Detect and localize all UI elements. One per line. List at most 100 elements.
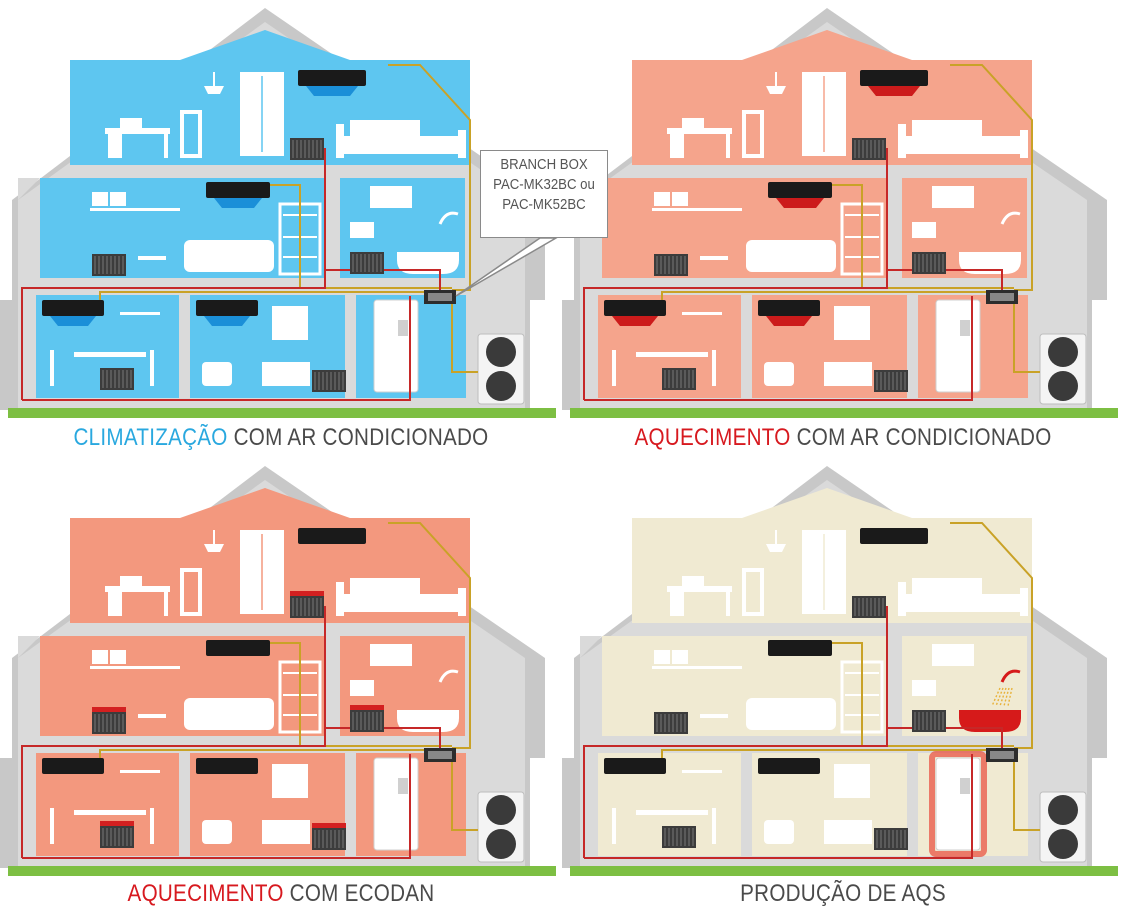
pipe-red-main [583, 606, 888, 858]
chair-attic [742, 568, 764, 616]
laptop [120, 118, 142, 128]
dining-table [636, 810, 708, 815]
bed-foot [1020, 588, 1028, 616]
room-living [40, 636, 325, 736]
ac-unit-dining [604, 758, 666, 774]
dining-table [74, 810, 146, 815]
bath-window [370, 186, 412, 208]
outdoor-fan-bottom [486, 829, 516, 859]
dining-chair-left [50, 808, 54, 844]
outdoor-unit [477, 791, 525, 863]
ac-unit-attic [298, 528, 366, 544]
house-cooling [0, 8, 556, 418]
radiator-body [350, 710, 384, 732]
radiator-body [100, 826, 134, 848]
bed-head [336, 582, 344, 616]
outdoor-unit [1039, 791, 1087, 863]
wall-corner [18, 636, 40, 658]
lounge-window [272, 764, 308, 798]
pipe-red-floor [22, 754, 411, 859]
radiator-living [92, 254, 126, 276]
dining-chair-right [712, 350, 716, 386]
sink [350, 222, 374, 238]
ac-unit-body [604, 300, 666, 316]
radiator-heat-cap [350, 705, 384, 711]
radiator-lounge [312, 370, 346, 392]
speaker-right [110, 650, 126, 664]
radiator-heat-cap [92, 707, 126, 713]
radiator-lounge [874, 828, 908, 850]
lamp-shade [204, 544, 224, 552]
ac-unit-body [298, 70, 366, 86]
dresser [912, 578, 982, 594]
bathtub [397, 252, 459, 274]
hot-water-tank [373, 757, 419, 851]
room-living [602, 636, 887, 736]
radiator-body [350, 252, 384, 274]
outdoor-unit [477, 333, 525, 405]
desk-leg [164, 592, 168, 616]
bath-window [370, 644, 412, 666]
armchair [202, 820, 232, 844]
desk-top [105, 586, 170, 592]
bath-window [932, 186, 974, 208]
speaker-left [654, 650, 670, 664]
radiator-bath [350, 252, 384, 274]
bath-window [932, 644, 974, 666]
pipe-gold-ground [661, 749, 992, 758]
tank-panel [398, 778, 408, 794]
grass-strip [8, 866, 556, 876]
shower-water [995, 687, 1004, 707]
caption-cooling: CLIMATIZAÇÃO COM AR CONDICIONADO [39, 424, 522, 452]
sink [912, 680, 936, 696]
radiator-heat-cap [290, 591, 324, 597]
side-table [700, 256, 728, 260]
outdoor-fan-bottom [1048, 371, 1078, 401]
radiator-dining [662, 826, 696, 848]
tank-panel [960, 320, 970, 336]
chair-attic [180, 568, 202, 616]
bed [336, 136, 466, 154]
callout-line-2: PAC-MK32BC ou [493, 176, 595, 193]
ac-unit-body [206, 182, 270, 198]
pipe-gold-attic [950, 522, 1033, 749]
outdoor-fan-top [1048, 795, 1078, 825]
radiator-bath [912, 710, 946, 732]
outdoor-unit [1039, 333, 1087, 405]
bed-foot [1020, 130, 1028, 158]
speaker-left [92, 650, 108, 664]
wall-corner [580, 636, 602, 658]
ac-unit-dining [42, 758, 104, 774]
radiator-attic [852, 596, 886, 618]
ac-unit-lounge [758, 300, 820, 326]
sink [912, 222, 936, 238]
pipe-red-main [21, 148, 326, 400]
tank-panel [398, 320, 408, 336]
desk-leg [726, 134, 730, 158]
callout-pointer [455, 237, 559, 297]
armchair [764, 362, 794, 386]
side-table [138, 714, 166, 718]
shower-water [1007, 687, 1013, 707]
house-dhw [562, 466, 1118, 876]
laptop [120, 576, 142, 586]
ac-unit-living [768, 182, 832, 208]
radiator-body [912, 252, 946, 274]
room-living [602, 178, 887, 278]
radiator-body [290, 138, 324, 160]
ac-unit-living [206, 182, 270, 208]
dining-table [636, 352, 708, 357]
sink [350, 680, 374, 696]
radiator-body [100, 368, 134, 390]
radiator-body [312, 828, 346, 850]
shower-water [999, 687, 1007, 707]
caption-cooling-rest: COM AR CONDICIONADO [227, 424, 489, 451]
chair-attic [180, 110, 202, 158]
desk-leg [164, 134, 168, 158]
radiator-body [912, 710, 946, 732]
wall-shelf [652, 208, 742, 211]
armchair [764, 820, 794, 844]
desk-drawer [108, 592, 122, 616]
ac-cool-flow [50, 316, 96, 326]
